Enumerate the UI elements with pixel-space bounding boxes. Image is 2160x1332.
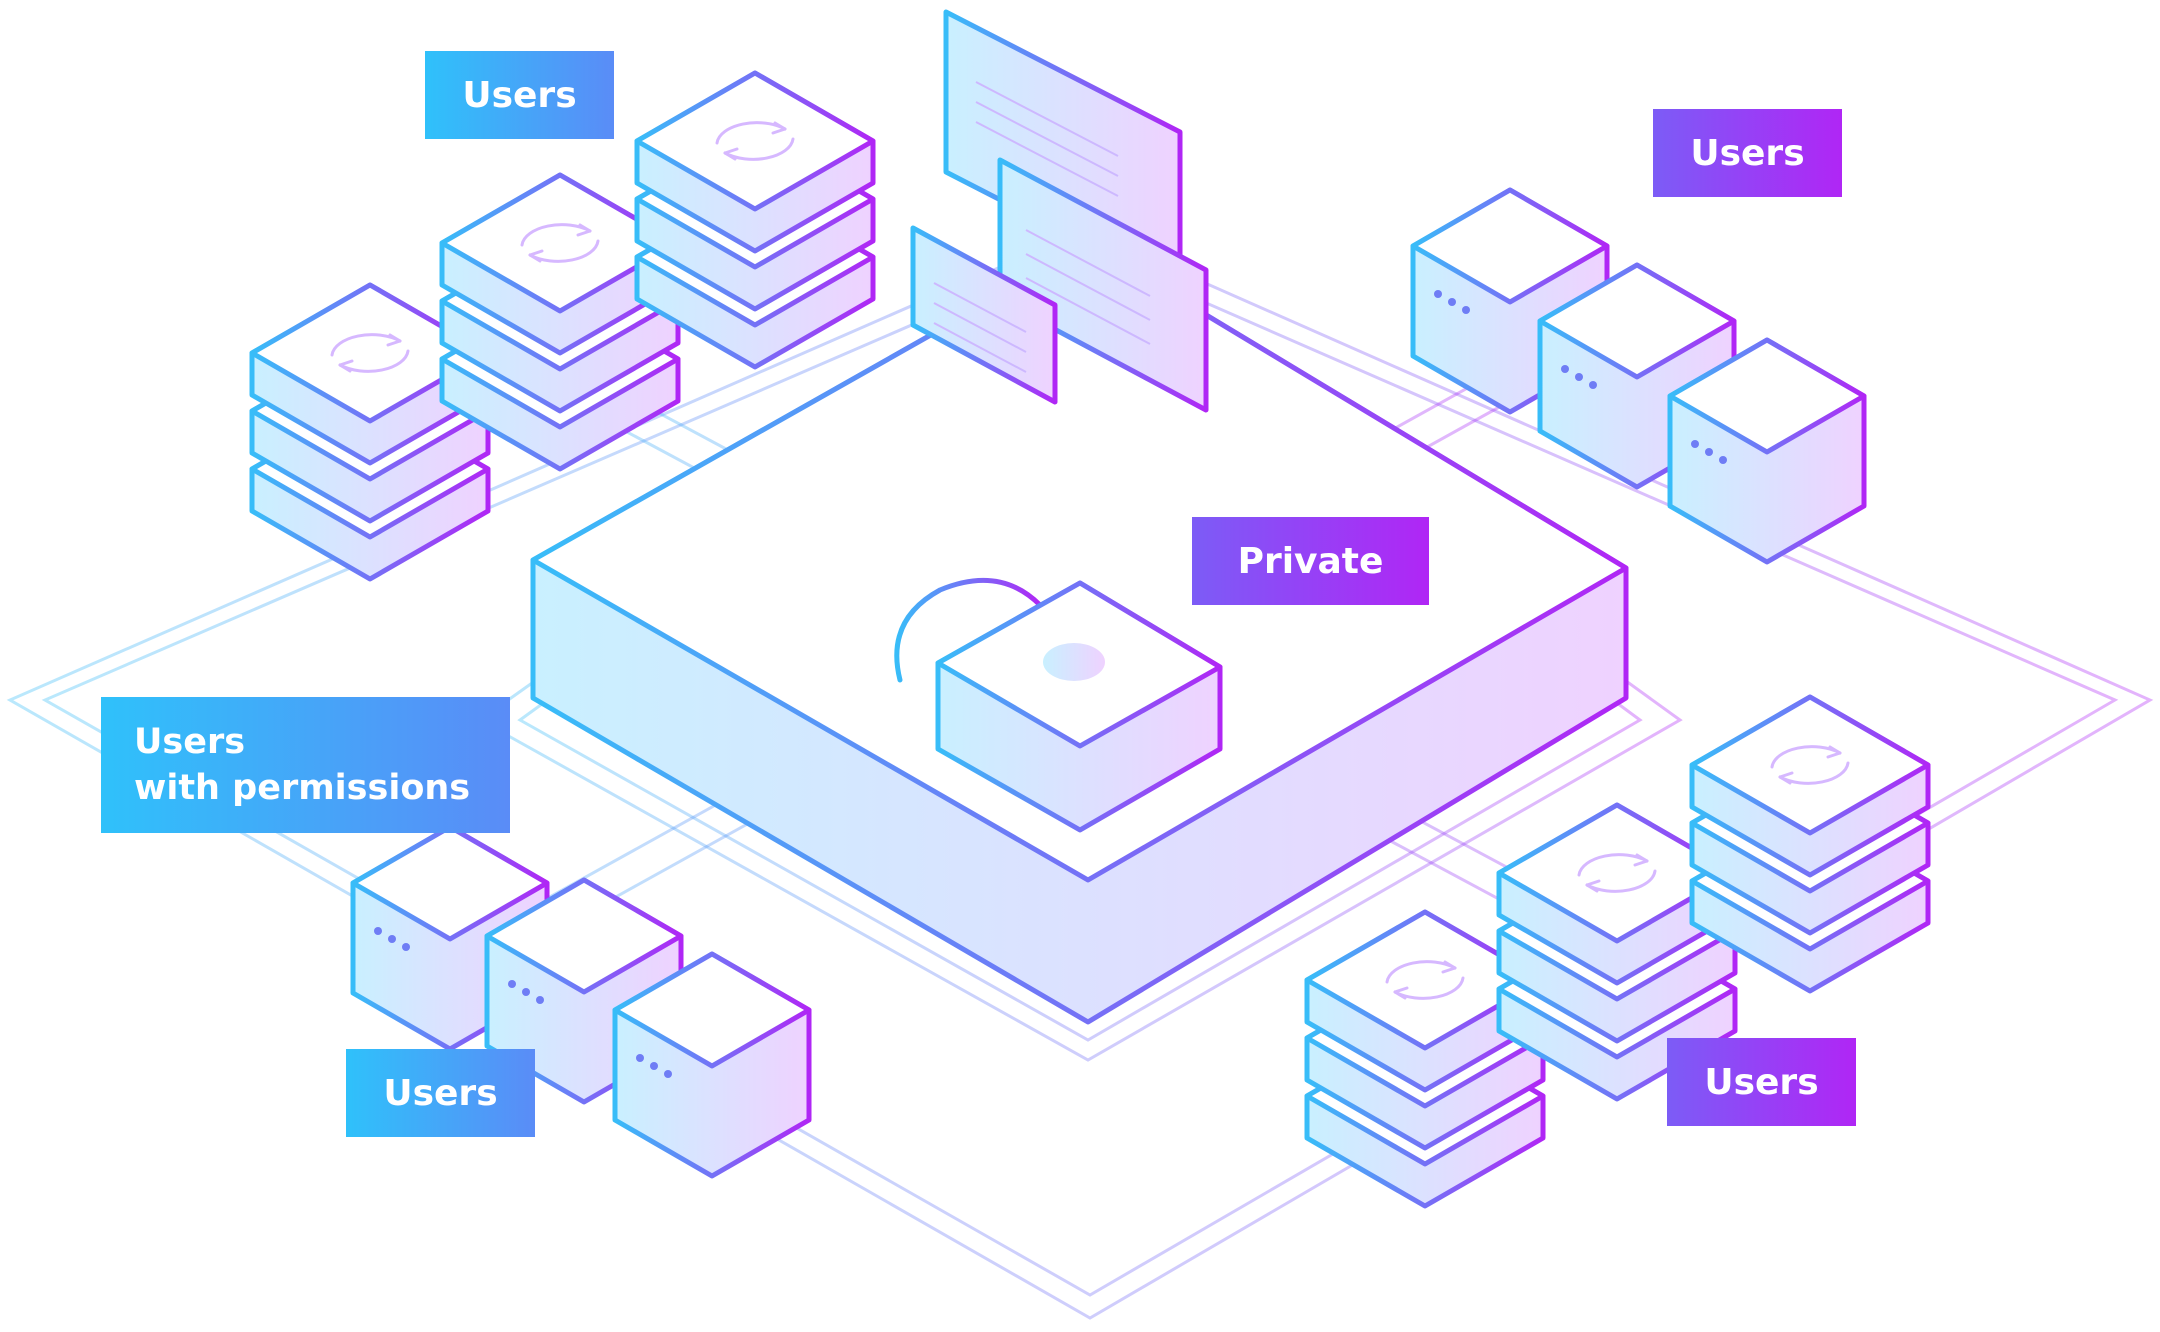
sync-icon <box>715 121 795 161</box>
label-users-with-permissions: Users with permissions <box>101 697 510 833</box>
sync-icon <box>520 223 600 263</box>
label-users-top-left-text: Users <box>462 74 577 116</box>
dots-icon <box>508 980 544 1004</box>
sync-icon <box>1770 745 1850 785</box>
sync-server-stack <box>1689 694 1931 994</box>
user-cube <box>612 951 812 1179</box>
label-users-with-permissions-line2: with permissions <box>134 768 471 808</box>
label-users-bottom-left: Users <box>346 1049 535 1137</box>
documents <box>910 9 1209 413</box>
document-icon <box>997 157 1209 413</box>
dots-icon <box>1561 365 1597 389</box>
label-private: Private <box>1192 517 1429 605</box>
user-cubes <box>350 187 1867 1179</box>
dots-icon <box>636 1054 672 1078</box>
label-users-top-left: Users <box>425 51 614 139</box>
sync-icon <box>1385 960 1465 1000</box>
label-users-with-permissions-line1: Users <box>134 722 246 762</box>
dots-icon <box>1434 290 1470 314</box>
label-private-text: Private <box>1237 540 1384 582</box>
sync-server-stack <box>249 282 491 582</box>
sync-icon <box>1577 853 1657 893</box>
sync-server-stack <box>1304 909 1546 1209</box>
dots-icon <box>374 927 410 951</box>
label-users-bottom-right-text: Users <box>1704 1061 1819 1103</box>
label-users-top-right-text: Users <box>1690 132 1805 174</box>
sync-server-stack <box>634 70 876 370</box>
sync-server-stack <box>439 172 681 472</box>
lock-icon <box>894 577 1223 833</box>
label-users-bottom-left-text: Users <box>383 1072 498 1114</box>
label-users-top-right: Users <box>1653 109 1842 197</box>
dots-icon <box>1691 440 1727 464</box>
sync-icon <box>330 333 410 373</box>
document-icon <box>910 225 1058 405</box>
label-users-bottom-right: Users <box>1667 1038 1856 1126</box>
user-cube <box>1667 337 1867 565</box>
server-stacks <box>249 70 1931 1209</box>
